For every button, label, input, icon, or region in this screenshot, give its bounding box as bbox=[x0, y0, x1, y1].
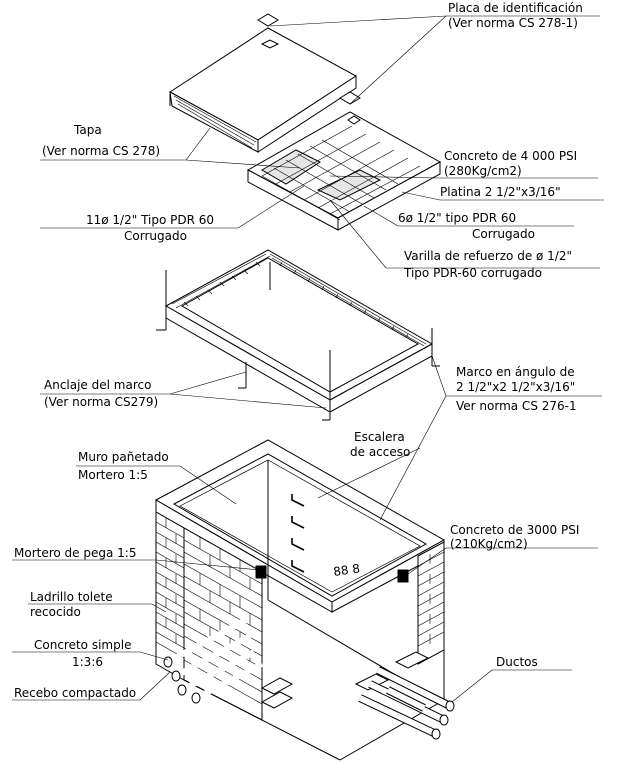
label-concreto4000-2: (280Kg/cm2) bbox=[444, 164, 522, 178]
label-ladrillo-1: Ladrillo tolete bbox=[30, 590, 113, 604]
label-tubos6-2: Corrugado bbox=[472, 227, 535, 241]
label-concreto4000-1: Concreto de 4 000 PSI bbox=[444, 149, 577, 163]
label-ladrillo-2: recocido bbox=[30, 605, 81, 619]
label-placa-2: (Ver norma CS 278-1) bbox=[448, 16, 578, 30]
lid-frame-assembly bbox=[246, 91, 442, 231]
label-varilla-2: Tipo PDR-60 corrugado bbox=[403, 266, 542, 280]
annotation-labels: Placa de identificación (Ver norma CS 27… bbox=[14, 1, 583, 700]
ducts-left bbox=[163, 617, 264, 704]
label-concreto-simple-1: Concreto simple bbox=[34, 638, 131, 652]
label-tapa-1: Tapa bbox=[73, 123, 102, 137]
label-marco-1: Marco en ángulo de bbox=[456, 365, 575, 379]
wall-mark: 88 8 bbox=[332, 561, 360, 579]
label-marco-3: Ver norma CS 276-1 bbox=[456, 399, 577, 413]
label-ductos: Ductos bbox=[496, 655, 538, 669]
frame-anchors bbox=[156, 262, 440, 421]
label-tubos11-2: Corrugado bbox=[124, 229, 187, 243]
label-concreto3000-1: Concreto de 3000 PSI bbox=[450, 523, 579, 537]
label-varilla-1: Varilla de refuerzo de ø 1/2" bbox=[404, 249, 572, 263]
label-recebo: Recebo compactado bbox=[14, 686, 136, 700]
manhole-box: 88 8 bbox=[154, 439, 446, 761]
label-anclaje-2: (Ver norma CS279) bbox=[44, 395, 158, 409]
label-marco-2: 2 1/2"x2 1/2"x3/16" bbox=[456, 380, 575, 394]
label-tubos11-1: 11ø 1/2" Tipo PDR 60 bbox=[86, 213, 214, 227]
ducts-right bbox=[358, 666, 455, 740]
label-tubos6-1: 6ø 1/2" tipo PDR 60 bbox=[398, 211, 516, 225]
label-muro-1: Muro pañetado bbox=[78, 450, 169, 464]
identification-plate-top bbox=[257, 13, 280, 49]
label-tapa-2: (Ver norma CS 278) bbox=[42, 144, 160, 158]
label-concreto-simple-2: 1:3:6 bbox=[72, 655, 103, 669]
label-muro-2: Mortero 1:5 bbox=[78, 468, 148, 482]
label-anclaje-1: Anclaje del marco bbox=[44, 378, 151, 392]
access-ladder bbox=[291, 494, 305, 573]
leader-lines bbox=[12, 15, 604, 703]
lid-slab bbox=[169, 27, 357, 153]
label-escalera-2: de acceso bbox=[350, 445, 410, 459]
label-concreto3000-2: (210Kg/cm2) bbox=[450, 537, 528, 551]
label-platina: Platina 2 1/2"x3/16" bbox=[440, 185, 561, 199]
label-escalera-1: Escalera bbox=[354, 430, 405, 444]
label-mortero-pega: Mortero de pega 1:5 bbox=[14, 546, 136, 560]
label-placa-1: Placa de identificación bbox=[448, 1, 583, 15]
angle-frame bbox=[156, 249, 440, 421]
